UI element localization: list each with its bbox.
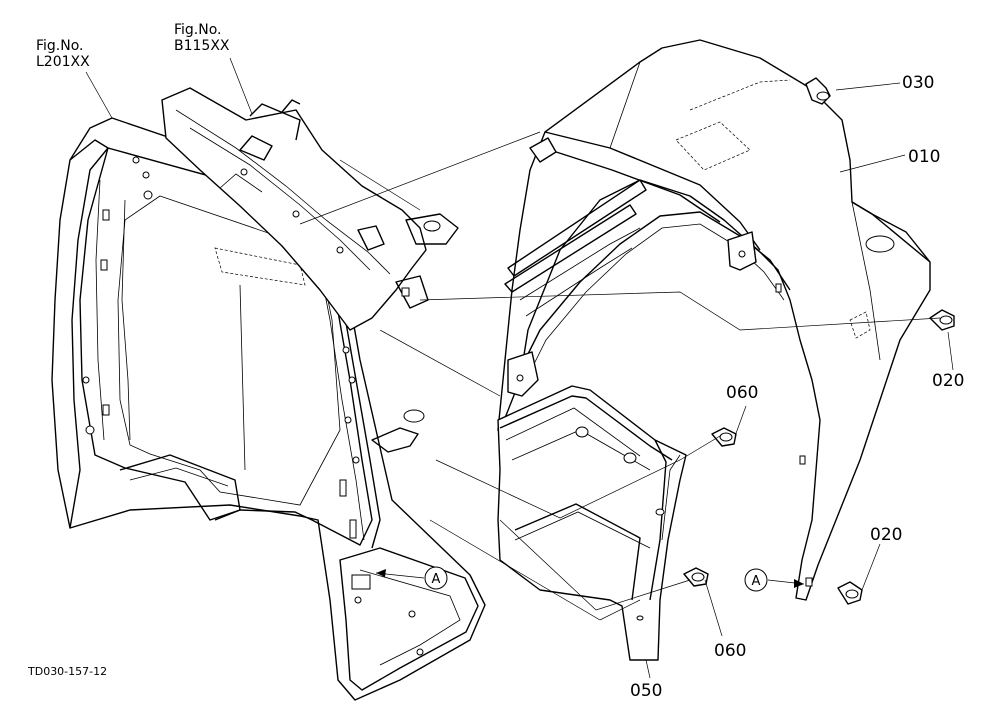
cover-part-010: [497, 39, 931, 601]
view-callout-left: A: [424, 566, 448, 590]
upper-bracket-assembly: [161, 87, 459, 331]
figure-ref-b115xx: Fig.No. B115XX: [174, 22, 230, 54]
part-label-050: 050: [630, 681, 662, 701]
part-label-030: 030: [902, 73, 934, 93]
part-label-060-lower: 060: [714, 641, 746, 661]
bolt-060-upper: [711, 427, 737, 447]
bolt-060-lower: [683, 567, 709, 587]
part-label-020-upper: 020: [932, 371, 964, 391]
view-callout-right-text: A: [752, 574, 761, 589]
figure-ref-l201xx: Fig.No. L201XX: [36, 38, 90, 70]
figure-ref-1-line1: Fig.No.: [36, 38, 84, 54]
figure-ref-2-line2: B115XX: [174, 38, 230, 54]
cover-part-050: [497, 385, 687, 661]
left-frame-assembly: [51, 117, 486, 701]
view-callout-right: A: [744, 568, 768, 592]
bolt-020-upper: [929, 309, 955, 331]
figure-ref-2-line1: Fig.No.: [174, 22, 222, 38]
part-label-060-upper: 060: [726, 383, 758, 403]
figure-ref-1-line2: L201XX: [36, 54, 90, 70]
view-callout-left-text: A: [432, 572, 441, 587]
part-label-010: 010: [908, 147, 940, 167]
drawing-code: TD030-157-12: [27, 665, 107, 678]
bolt-030: [805, 77, 831, 105]
leader-lines: [85, 57, 954, 679]
bolt-020-lower: [837, 581, 863, 605]
part-label-020-lower: 020: [870, 525, 902, 545]
